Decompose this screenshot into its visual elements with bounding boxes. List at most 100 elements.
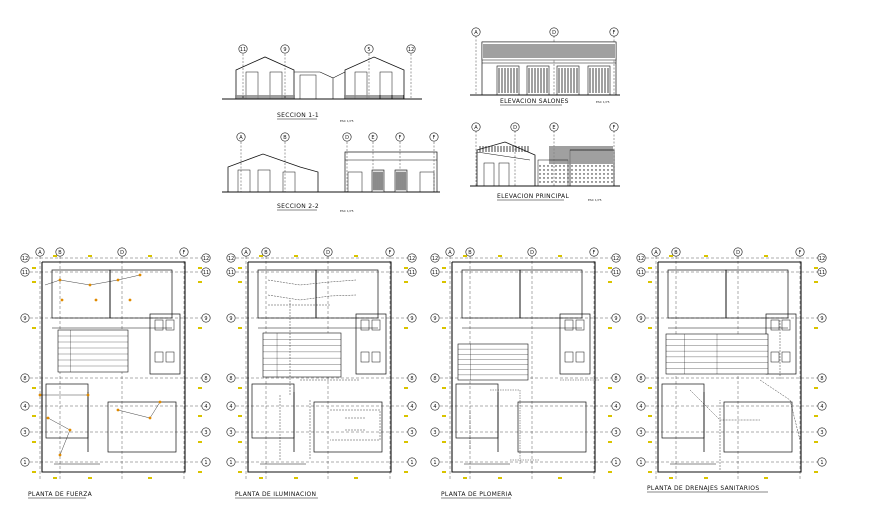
grid-bubble: 12 [406, 44, 416, 54]
yellow-marker [648, 281, 652, 283]
yellow-marker [404, 387, 408, 389]
svg-text:9: 9 [820, 316, 823, 322]
svg-text:11: 11 [613, 270, 619, 276]
svg-text:D: D [326, 250, 330, 256]
yellow-marker [814, 281, 818, 283]
yellow-marker [608, 267, 612, 269]
svg-text:F: F [613, 125, 616, 131]
yellow-marker [442, 471, 446, 473]
svg-text:11: 11 [240, 47, 246, 53]
outlet-symbol [86, 393, 90, 397]
svg-text:1: 1 [410, 460, 413, 466]
grid-bubble: 4 [201, 401, 211, 411]
grid-bubble: B [671, 247, 681, 257]
yellow-marker [814, 387, 818, 389]
grid-bubble: 3 [611, 427, 621, 437]
yellow-marker [558, 255, 562, 257]
svg-text:12: 12 [613, 256, 619, 262]
svg-text:8: 8 [614, 376, 617, 382]
svg-text:F: F [183, 250, 186, 256]
grid-bubble: F [385, 247, 395, 257]
svg-text:B: B [468, 250, 472, 256]
svg-text:B: B [264, 250, 268, 256]
outlet-symbol [138, 273, 142, 277]
grid-bubble: 1 [201, 457, 211, 467]
svg-text:E: E [552, 125, 555, 131]
yellow-marker [259, 255, 263, 257]
outlet-symbol [58, 278, 62, 282]
grid-bubble: 8 [226, 373, 236, 383]
svg-text:3: 3 [614, 430, 617, 436]
yellow-marker [648, 327, 652, 329]
grid-bubble: 4 [611, 401, 621, 411]
outlet-symbol [46, 416, 50, 420]
svg-text:A: A [474, 30, 478, 36]
grid-bubble: D [323, 247, 333, 257]
yellow-marker [198, 281, 202, 283]
svg-text:12: 12 [638, 256, 644, 262]
yellow-marker [404, 267, 408, 269]
yellow-marker [32, 471, 36, 473]
yellow-marker [404, 441, 408, 443]
svg-text:8: 8 [229, 376, 232, 382]
grid-bubble: 8 [201, 373, 211, 383]
yellow-marker [238, 327, 242, 329]
grid-bubble: 12 [201, 253, 211, 263]
outlet-symbol [38, 393, 42, 397]
outlet-symbol [148, 416, 152, 420]
grid-bubble: 12 [430, 253, 440, 263]
yellow-marker [814, 267, 818, 269]
grid-bubble: F [609, 122, 619, 132]
grid-bubble: 3 [20, 427, 30, 437]
outlet-symbol [158, 400, 162, 404]
caption-planta-plomeria: PLANTA DE PLOMERIA [441, 491, 513, 498]
yellow-marker [198, 471, 202, 473]
svg-text:D: D [736, 250, 740, 256]
svg-text:F: F [389, 250, 392, 256]
svg-text:D: D [530, 250, 534, 256]
svg-text:5: 5 [367, 47, 370, 53]
svg-text:11: 11 [203, 270, 209, 276]
svg-text:D: D [513, 125, 517, 131]
yellow-marker [648, 415, 652, 417]
yellow-marker [53, 477, 57, 479]
grid-bubble: 1 [817, 457, 827, 467]
svg-text:A: A [239, 135, 243, 141]
grid-bubble: 4 [226, 401, 236, 411]
grid-bubble: 11 [238, 44, 248, 54]
svg-text:1: 1 [433, 460, 436, 466]
svg-text:D: D [345, 135, 349, 141]
svg-text:8: 8 [410, 376, 413, 382]
svg-text:1: 1 [614, 460, 617, 466]
yellow-marker [764, 255, 768, 257]
grid-bubble: 1 [636, 457, 646, 467]
svg-text:A: A [244, 250, 248, 256]
grid-bubble: 4 [817, 401, 827, 411]
outlet-symbol [116, 278, 120, 282]
yellow-marker [404, 281, 408, 283]
grid-bubble: 8 [817, 373, 827, 383]
grid-bubble: 5 [364, 44, 374, 54]
outlet-symbol [94, 298, 98, 302]
yellow-marker [294, 477, 298, 479]
grid-bubble: 9 [817, 313, 827, 323]
yellow-marker [32, 327, 36, 329]
svg-text:A: A [38, 250, 42, 256]
svg-text:1: 1 [639, 460, 642, 466]
svg-text:11: 11 [22, 270, 28, 276]
svg-text:4: 4 [433, 404, 436, 410]
svg-text:11: 11 [409, 270, 415, 276]
yellow-marker [608, 327, 612, 329]
grid-bubble: 9 [430, 313, 440, 323]
grid-bubble: B [465, 247, 475, 257]
grid-bubble: 12 [611, 253, 621, 263]
yellow-marker [294, 255, 298, 257]
svg-text:12: 12 [408, 47, 414, 53]
yellow-marker [198, 441, 202, 443]
svg-text:3: 3 [820, 430, 823, 436]
yellow-marker [814, 415, 818, 417]
